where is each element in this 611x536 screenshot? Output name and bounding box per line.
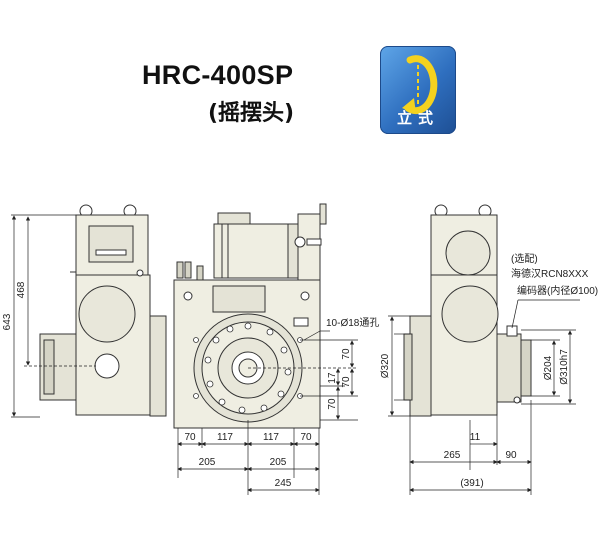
dim-height-total: 643 — [2, 313, 13, 330]
dim-side-90: 90 — [505, 450, 517, 461]
front-view — [173, 203, 327, 429]
dim-right-70-bottom: 70 — [327, 398, 338, 410]
callout-encoder-desc: 编码器(内径Ø100) — [517, 284, 598, 297]
dim-side-391: (391) — [460, 478, 483, 489]
dim-dia-310h7: Ø310h7 — [559, 349, 570, 385]
left-side-view — [39, 204, 167, 417]
dim-bottom-205-right: 205 — [270, 457, 287, 468]
dim-bottom-117-left: 117 — [217, 432, 233, 443]
dim-side-265: 265 — [444, 450, 461, 461]
badge-label: 立式 — [396, 109, 439, 127]
callout-through-holes: 10-Ø18通孔 — [326, 317, 379, 329]
dim-right-70-top: 70 — [341, 348, 352, 360]
page-subtitle: (摇摆头) — [208, 101, 295, 126]
front-dimensions — [177, 420, 320, 495]
front-right-dimensions — [248, 330, 358, 421]
dim-bottom-70-right: 70 — [300, 432, 312, 443]
callout-option: (选配) — [511, 252, 538, 265]
dim-bottom-245: 245 — [275, 478, 292, 489]
dim-dia-320: Ø320 — [380, 353, 391, 378]
dim-bottom-70-left: 70 — [184, 432, 196, 443]
page-title: HRC-400SP — [142, 60, 294, 90]
rotate-arrow-icon — [402, 55, 438, 115]
bolt-circle — [193, 322, 303, 414]
dim-right-17: 17 — [327, 372, 338, 384]
callout-encoder-model: 海德汉RCN8XXX — [511, 267, 589, 280]
vertical-mode-badge: 立式 — [380, 46, 456, 134]
dim-height-center: 468 — [16, 281, 27, 298]
dim-side-11: 11 — [470, 432, 481, 443]
dim-bottom-205-left: 205 — [199, 457, 216, 468]
right-side-view — [403, 204, 532, 417]
dim-bottom-117-right: 117 — [263, 432, 279, 443]
dim-right-70-mid: 70 — [341, 376, 352, 388]
dim-dia-204: Ø204 — [543, 355, 554, 380]
right-side-dimensions — [388, 299, 580, 495]
left-dimensions — [11, 214, 96, 418]
